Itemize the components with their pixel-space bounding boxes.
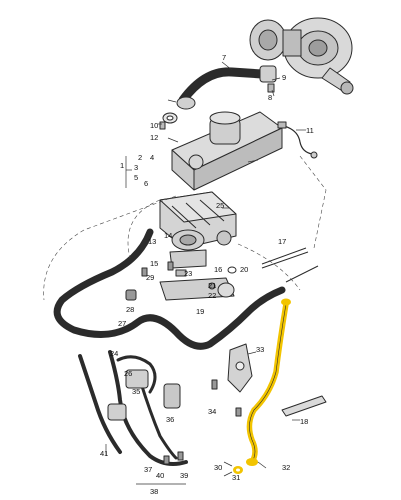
callout-17[interactable]: 17 bbox=[278, 237, 286, 246]
callout-leader-lines bbox=[105, 61, 306, 485]
vacuum-unit[interactable] bbox=[116, 355, 157, 394]
callout-labels: 1 2 3 4 5 6 7 8 9 10 11 12 13 14 15 16 1… bbox=[100, 53, 314, 496]
callout-25[interactable]: 25 bbox=[216, 201, 224, 210]
callout-22[interactable]: 22 bbox=[208, 291, 216, 300]
callout-8[interactable]: 8 bbox=[268, 93, 272, 102]
callout-10[interactable]: 10 bbox=[150, 121, 158, 130]
callout-6[interactable]: 6 bbox=[144, 179, 148, 188]
callout-2[interactable]: 2 bbox=[138, 153, 142, 162]
callout-38[interactable]: 38 bbox=[150, 487, 158, 496]
callout-14[interactable]: 14 bbox=[164, 231, 172, 240]
bolt-set[interactable] bbox=[141, 261, 242, 465]
bolt[interactable] bbox=[159, 83, 275, 130]
callout-23[interactable]: 23 bbox=[184, 269, 192, 278]
callout-9[interactable]: 9 bbox=[282, 73, 286, 82]
callout-40[interactable]: 40 bbox=[156, 471, 164, 480]
clip[interactable] bbox=[125, 289, 137, 301]
bracket[interactable] bbox=[227, 343, 253, 393]
callout-20[interactable]: 20 bbox=[240, 265, 248, 274]
callout-37[interactable]: 37 bbox=[144, 465, 152, 474]
callout-3[interactable]: 3 bbox=[134, 163, 138, 172]
dashed-leader-lines bbox=[43, 155, 327, 301]
callout-12[interactable]: 12 bbox=[150, 133, 158, 142]
egr-cooler[interactable] bbox=[171, 111, 283, 191]
seal[interactable] bbox=[233, 466, 243, 474]
callout-4[interactable]: 4 bbox=[150, 153, 154, 162]
callout-16[interactable]: 16 bbox=[214, 265, 222, 274]
temperature-sensor[interactable] bbox=[277, 121, 318, 159]
callout-39[interactable]: 39 bbox=[180, 471, 188, 480]
throttle-housing[interactable] bbox=[171, 229, 205, 251]
callout-36[interactable]: 36 bbox=[166, 415, 174, 424]
callout-15[interactable]: 15 bbox=[150, 259, 158, 268]
callout-27[interactable]: 27 bbox=[118, 319, 126, 328]
vacuum-line[interactable] bbox=[261, 247, 319, 283]
callout-24[interactable]: 24 bbox=[110, 349, 118, 358]
callout-41[interactable]: 41 bbox=[100, 449, 108, 458]
callout-34[interactable]: 34 bbox=[208, 407, 216, 416]
callout-32[interactable]: 32 bbox=[282, 463, 290, 472]
heat-shield[interactable] bbox=[281, 395, 327, 417]
callout-19[interactable]: 19 bbox=[196, 307, 204, 316]
intake-pipe[interactable] bbox=[159, 277, 235, 301]
callout-28[interactable]: 28 bbox=[126, 305, 134, 314]
o-ring[interactable] bbox=[227, 266, 237, 274]
callout-18[interactable]: 18 bbox=[300, 417, 308, 426]
egr-pipe[interactable] bbox=[176, 65, 277, 110]
callout-35[interactable]: 35 bbox=[132, 387, 140, 396]
solenoid-valve[interactable] bbox=[107, 369, 181, 421]
callout-26[interactable]: 26 bbox=[124, 369, 132, 378]
gasket[interactable] bbox=[162, 112, 178, 124]
callout-11[interactable]: 11 bbox=[306, 126, 314, 135]
callout-33[interactable]: 33 bbox=[256, 345, 264, 354]
callout-5[interactable]: 5 bbox=[134, 173, 138, 182]
callout-21[interactable]: 21 bbox=[208, 281, 216, 290]
vacuum-hose[interactable] bbox=[53, 228, 286, 350]
callout-30[interactable]: 30 bbox=[214, 463, 222, 472]
callout-31[interactable]: 31 bbox=[232, 473, 240, 482]
callout-7[interactable]: 7 bbox=[222, 53, 226, 62]
turbocharger[interactable] bbox=[249, 17, 354, 95]
callout-13[interactable]: 13 bbox=[148, 237, 156, 246]
highlighted-pipe[interactable] bbox=[246, 298, 291, 467]
callout-1[interactable]: 1 bbox=[120, 161, 124, 170]
callout-29[interactable]: 29 bbox=[146, 273, 154, 282]
